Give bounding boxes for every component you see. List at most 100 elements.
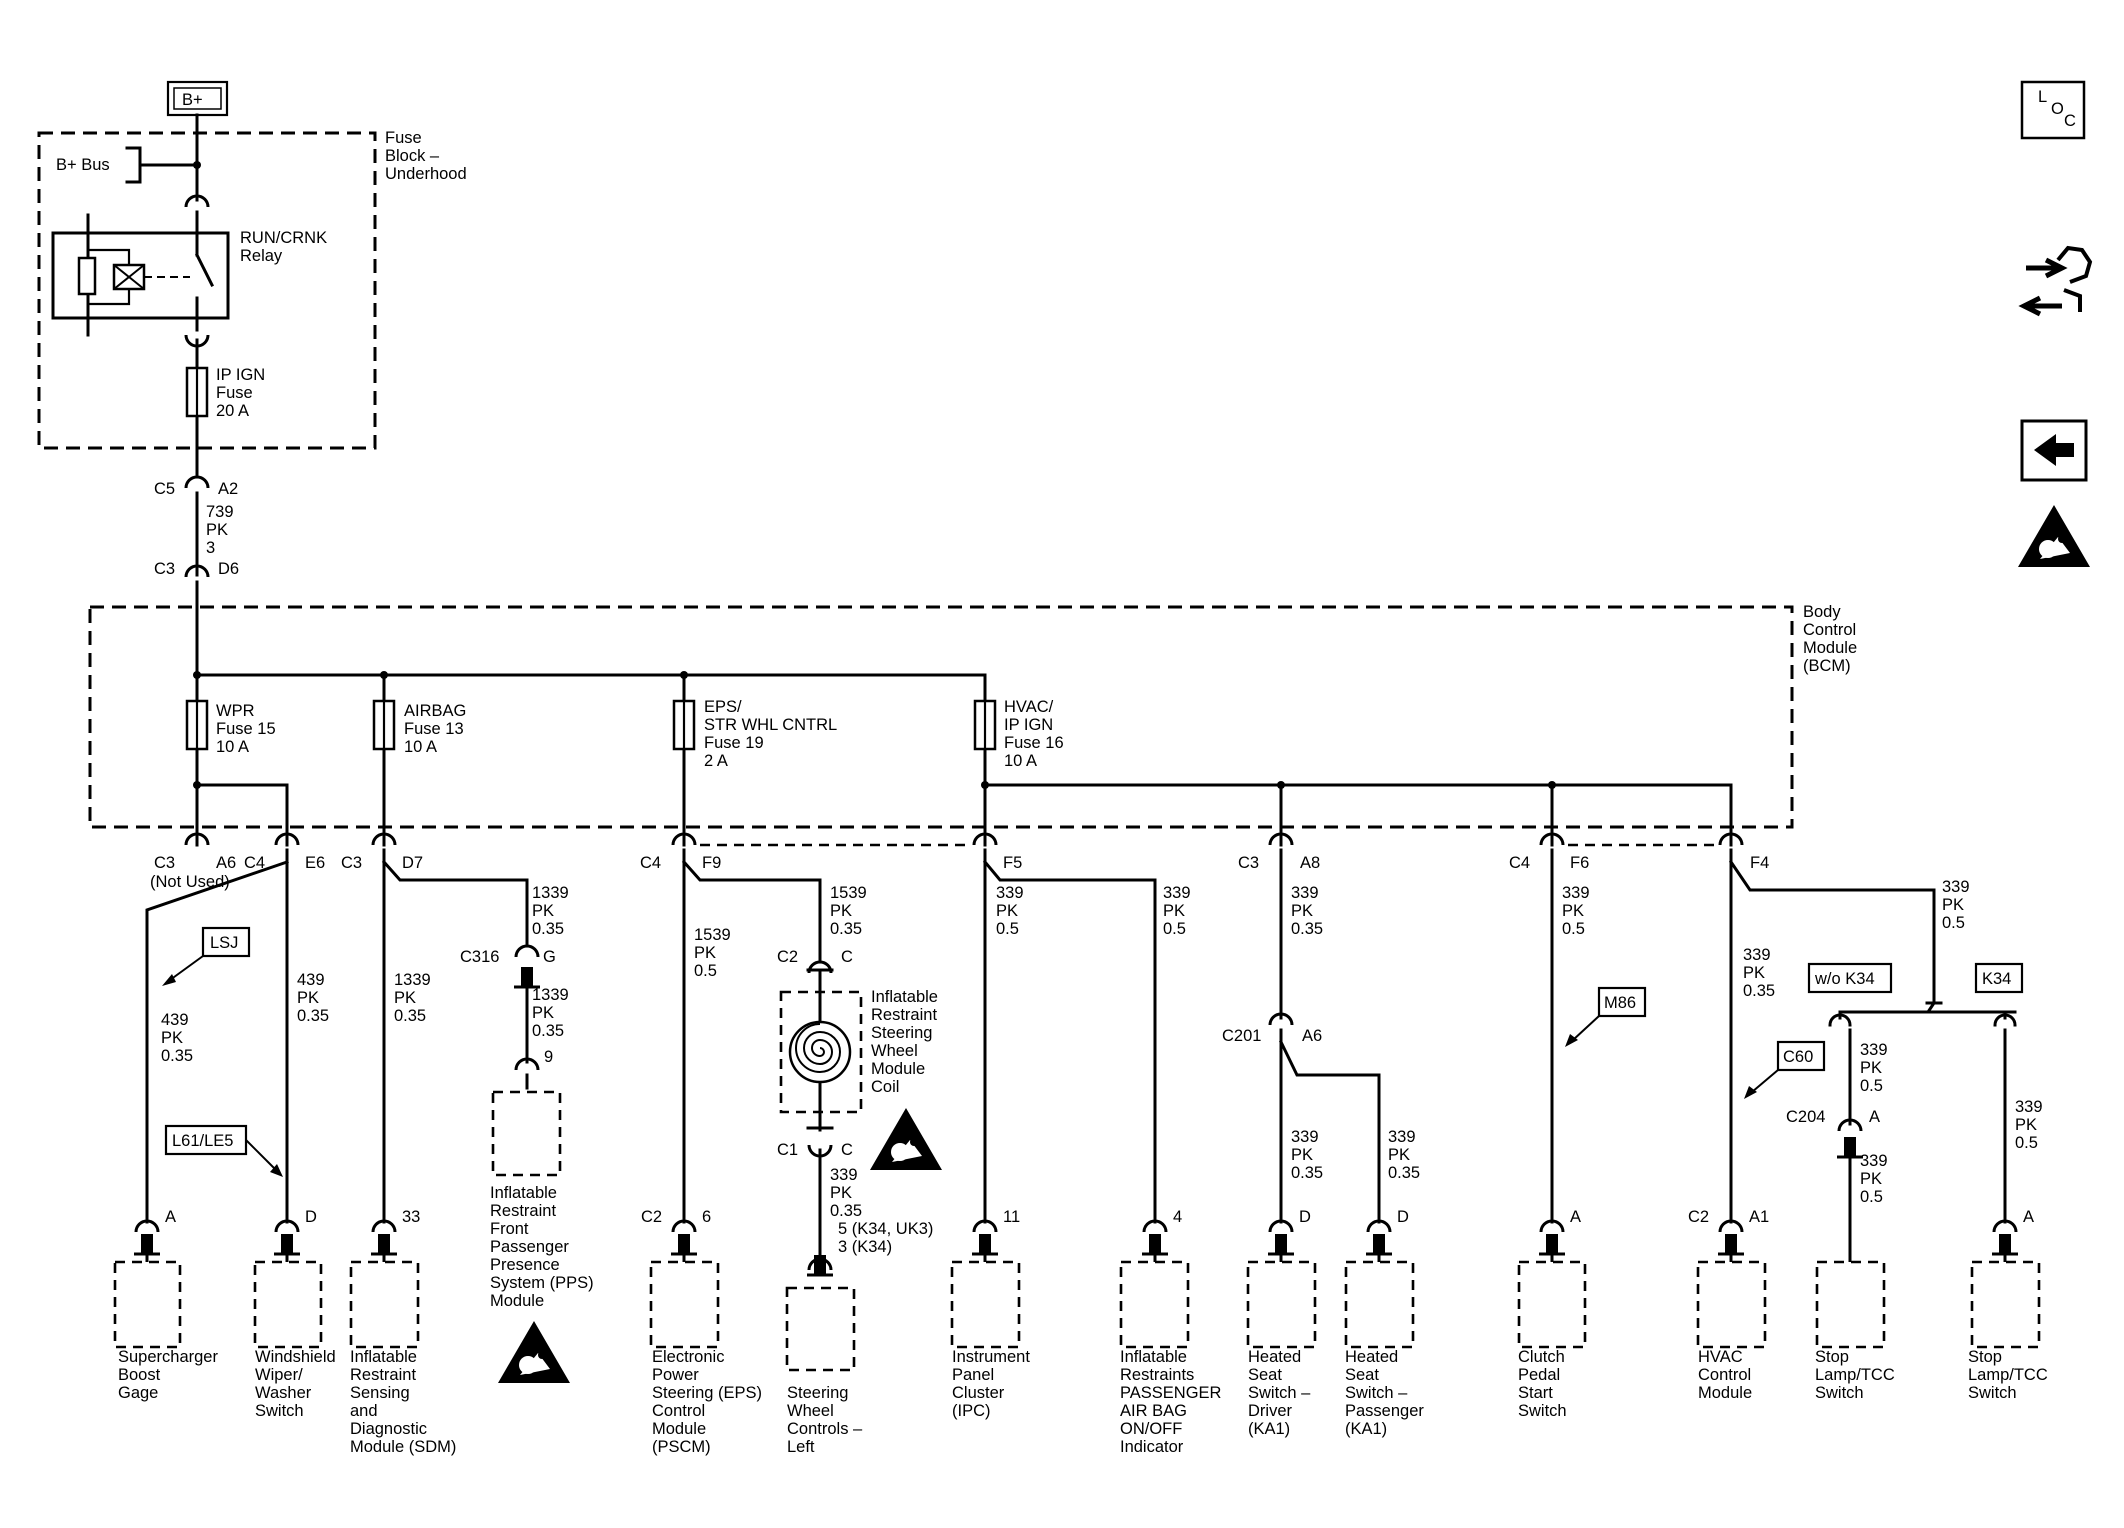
- wire-1339-b-gauge: 0.35: [532, 920, 564, 938]
- component-conn-10: C2: [1688, 1208, 1709, 1226]
- wire-339-f4-color: PK: [1942, 896, 1964, 914]
- pps-pin: 9: [544, 1048, 553, 1066]
- component-label-6-0: Inflatable: [1120, 1348, 1187, 1366]
- wire-1539-a-color: PK: [694, 944, 716, 962]
- pps-module-label: Inflatable Restraint Front Passenger Pre…: [490, 1184, 594, 1310]
- wire-1339-a-gauge: 0.35: [394, 1007, 426, 1025]
- wire-339-a8-color: PK: [1291, 902, 1313, 920]
- conn-c1-coil: C1: [777, 1141, 798, 1159]
- wire-1339-a-number: 1339: [394, 971, 431, 989]
- bcm-pin-1: A6: [216, 854, 236, 872]
- component-box-5: [950, 1260, 1021, 1349]
- component-label-8-2: Switch –: [1345, 1384, 1408, 1402]
- option-m86: [1597, 986, 1647, 1018]
- steering-wheel-coil-box: [779, 990, 863, 1114]
- conn-c1-coil-pin: C: [841, 1141, 853, 1159]
- wire-1339-c-gauge: 0.35: [532, 1022, 564, 1040]
- component-label-3-4: Module: [652, 1420, 706, 1438]
- component-box-2: [349, 1260, 420, 1349]
- bcm-pin-4: F9: [702, 854, 721, 872]
- wire-1539-a-gauge: 0.5: [694, 962, 717, 980]
- wire-339-hp-color: PK: [1388, 1146, 1410, 1164]
- option-l61-label: L61/LE5: [172, 1132, 233, 1150]
- component-label-12-1: Lamp/TCC: [1968, 1366, 2048, 1384]
- fuse-block-label-1: Fuse: [385, 129, 422, 147]
- option-c60: [1776, 1040, 1826, 1072]
- component-label-6-4: ON/OFF: [1120, 1420, 1182, 1438]
- component-pin-9: A: [1570, 1208, 1581, 1226]
- loc-o: O: [2051, 100, 2064, 118]
- component-label-10-2: Module: [1698, 1384, 1752, 1402]
- wpr-fuse-label-1: WPR: [216, 702, 255, 720]
- wire-339-f6-color: PK: [1562, 902, 1584, 920]
- component-label-9-0: Clutch: [1518, 1348, 1565, 1366]
- loc-c: C: [2064, 112, 2076, 130]
- component-label-0-1: Boost: [118, 1366, 161, 1384]
- components-row: ASuperchargerBoostGageDWindshieldWiper/W…: [113, 1208, 2048, 1456]
- fuse-block-underhood-outline: [37, 131, 377, 450]
- component-label-3-5: (PSCM): [652, 1438, 711, 1456]
- component-label-8-0: Heated: [1345, 1348, 1398, 1366]
- svg-text:Module: Module: [490, 1292, 544, 1310]
- svg-text:System (PPS): System (PPS): [490, 1274, 594, 1292]
- connector-end-view-icon[interactable]: [2018, 245, 2093, 317]
- wire-339-s2-color: PK: [2015, 1116, 2037, 1134]
- bcm-label-3: Module: [1803, 639, 1857, 657]
- option-l61-le5: [164, 1124, 248, 1156]
- wire-1339-a-color: PK: [394, 989, 416, 1007]
- component-pin-8: D: [1397, 1208, 1409, 1226]
- wire-739-number: 739: [206, 503, 234, 521]
- svg-text:Restraint: Restraint: [490, 1202, 556, 1220]
- airbag-warning-icon-nav: [2018, 505, 2090, 567]
- body-control-module-outline: [88, 605, 1794, 829]
- wire-339-s2-gauge: 0.5: [2015, 1134, 2038, 1152]
- bcm-pin-1-note: (Not Used): [150, 873, 230, 891]
- airbag-warning-icon-pps: [498, 1321, 570, 1383]
- eps-fuse-label-2: STR WHL CNTRL: [704, 716, 837, 734]
- location-view-button[interactable]: L O C: [2020, 80, 2086, 140]
- component-label-1-3: Switch: [255, 1402, 304, 1420]
- wpr-fuse-label-2: Fuse 15: [216, 720, 276, 738]
- relay-label-2: Relay: [240, 247, 283, 265]
- component-label-1-2: Washer: [255, 1384, 312, 1402]
- run-crnk-relay: [51, 231, 230, 320]
- option-wo-k34-label: w/o K34: [1814, 970, 1875, 988]
- wire-1339-b-number: 1339: [532, 884, 569, 902]
- component-label-5-3: (IPC): [952, 1402, 991, 1420]
- ip-ign-fuse-label-3: 20 A: [216, 402, 249, 420]
- b-plus-terminal: B+: [166, 80, 229, 117]
- wire-339-a8-number: 339: [1291, 884, 1319, 902]
- back-arrow-button[interactable]: [2020, 419, 2088, 482]
- wire-1539-b-gauge: 0.35: [830, 920, 862, 938]
- wire-339-f6-gauge: 0.5: [1562, 920, 1585, 938]
- component-label-2-2: Sensing: [350, 1384, 410, 1402]
- wire-1539-a-number: 1539: [694, 926, 731, 944]
- wire-1339-c-color: PK: [532, 1004, 554, 1022]
- component-label-0-0: Supercharger: [118, 1348, 218, 1366]
- component-label-7-3: Driver: [1248, 1402, 1293, 1420]
- component-pin-3: 6: [702, 1208, 711, 1226]
- wire-339-f5-number: 339: [996, 884, 1024, 902]
- wire-339-hd-number: 339: [1291, 1128, 1319, 1146]
- component-box-12: [1970, 1260, 2041, 1349]
- conn-c5: C5: [154, 480, 175, 498]
- component-label-7-0: Heated: [1248, 1348, 1301, 1366]
- bcm-pin-conn-4: C4: [640, 854, 661, 872]
- component-pin-0: A: [165, 1208, 176, 1226]
- component-label-5-0: Instrument: [952, 1348, 1030, 1366]
- svg-text:Presence: Presence: [490, 1256, 560, 1274]
- wire-739-color: PK: [206, 521, 228, 539]
- component-box-9: [1517, 1260, 1587, 1349]
- conn-c204-pin: A: [1869, 1108, 1880, 1126]
- component-label-5-1: Panel: [952, 1366, 994, 1384]
- component-pin-7: D: [1299, 1208, 1311, 1226]
- bcm-pin-conn-7: C4: [1509, 854, 1530, 872]
- hvac-fuse-label-2: IP IGN: [1004, 716, 1053, 734]
